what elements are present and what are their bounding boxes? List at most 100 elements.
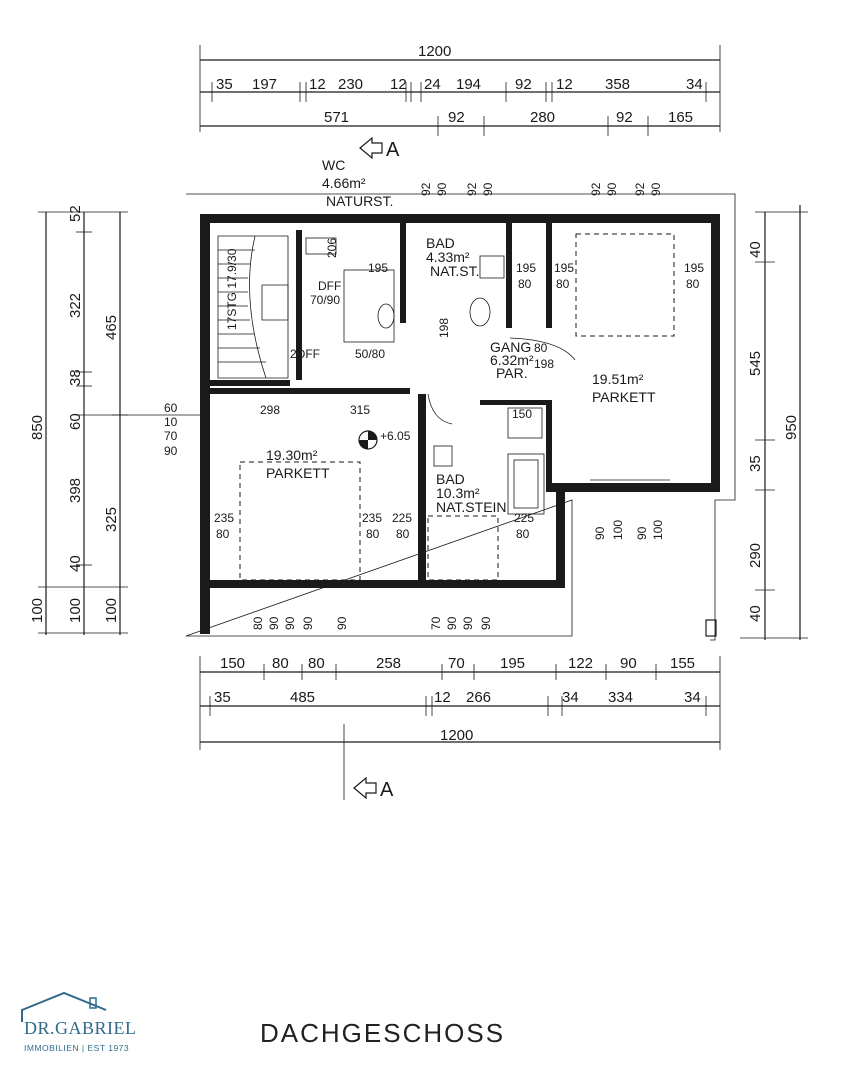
svg-text:235: 235 bbox=[214, 511, 234, 525]
left-dim-60: 60 bbox=[67, 413, 84, 430]
right-dimensions: 950 40 545 35 290 40 bbox=[740, 205, 808, 640]
svg-text:92: 92 bbox=[589, 182, 603, 196]
section-marker-top: A bbox=[359, 136, 400, 161]
top-dim-571: 571 bbox=[324, 109, 349, 126]
gang-name: GANG bbox=[490, 339, 531, 355]
wc-206: 206 bbox=[325, 238, 339, 258]
svg-text:80: 80 bbox=[251, 616, 265, 630]
svg-text:198: 198 bbox=[534, 357, 554, 371]
room-left-floor: PARKETT bbox=[266, 465, 330, 481]
svg-text:92: 92 bbox=[419, 182, 433, 196]
gang-area: 6.32m² bbox=[490, 352, 534, 368]
svg-text:90: 90 bbox=[435, 182, 449, 196]
top-dim-2: 197 bbox=[252, 76, 277, 93]
left-dim-850: 850 bbox=[29, 415, 46, 440]
wc-area: 4.66m² bbox=[322, 175, 366, 191]
top-dim-9: 12 bbox=[556, 76, 573, 93]
svg-text:225: 225 bbox=[514, 511, 534, 525]
svg-text:80: 80 bbox=[686, 277, 700, 291]
top-dimensions: 1200 35 197 12 230 12 24 194 92 12 358 3… bbox=[199, 43, 721, 136]
bad-top-name: BAD bbox=[426, 235, 455, 251]
right-dim-40a: 40 bbox=[747, 241, 764, 258]
bottom-dimensions: 150 80 80 258 70 195 122 90 155 35 485 1… bbox=[199, 655, 721, 800]
left-dim-100c: 100 bbox=[29, 598, 46, 623]
bottom-total-dim: 1200 bbox=[440, 727, 473, 744]
svg-text:80: 80 bbox=[556, 277, 570, 291]
svg-text:122: 122 bbox=[568, 655, 593, 672]
left-dim-398: 398 bbox=[67, 478, 84, 503]
left-dim-465: 465 bbox=[103, 315, 120, 340]
svg-text:12: 12 bbox=[434, 689, 451, 706]
top-openings: 92 90 92 90 92 90 92 90 bbox=[419, 182, 663, 196]
top-dim-92a: 92 bbox=[448, 109, 465, 126]
room-gang: GANG 6.32m² PAR. 80 198 bbox=[427, 337, 576, 425]
stairs: 17STG 17.9/30 bbox=[217, 235, 289, 379]
bad-bottom-floor: NAT.STEIN bbox=[436, 499, 507, 515]
top-dim-280: 280 bbox=[530, 109, 555, 126]
room-bad-bottom: BAD 10.3m² NAT.STEIN 150 225 80 bbox=[427, 407, 545, 581]
right-dim-545: 545 bbox=[747, 351, 764, 376]
wc-name: WC bbox=[322, 157, 345, 173]
left-dim-40: 40 bbox=[67, 555, 84, 572]
svg-text:90: 90 bbox=[481, 182, 495, 196]
svg-text:258: 258 bbox=[376, 655, 401, 672]
gang-floor: PAR. bbox=[496, 365, 528, 381]
svg-text:90: 90 bbox=[335, 616, 349, 630]
svg-text:34: 34 bbox=[562, 689, 579, 706]
svg-text:90: 90 bbox=[635, 526, 649, 540]
svg-text:298: 298 bbox=[260, 403, 280, 417]
svg-text:80: 80 bbox=[216, 527, 230, 541]
svg-text:90: 90 bbox=[445, 616, 459, 630]
svg-text:80: 80 bbox=[272, 655, 289, 672]
svg-text:90: 90 bbox=[605, 182, 619, 196]
svg-text:80: 80 bbox=[534, 341, 548, 355]
wc-195: 195 bbox=[368, 261, 388, 275]
top-total-dim: 1200 bbox=[418, 43, 451, 60]
svg-text:35: 35 bbox=[214, 689, 231, 706]
left-dimensions: 850 52 322 38 60 398 40 100 465 325 100 … bbox=[29, 205, 210, 635]
svg-text:225: 225 bbox=[392, 511, 412, 525]
svg-text:150: 150 bbox=[220, 655, 245, 672]
floor-title: DACHGESCHOSS bbox=[260, 1018, 506, 1048]
svg-text:266: 266 bbox=[466, 689, 491, 706]
svg-text:195: 195 bbox=[516, 261, 536, 275]
svg-text:90: 90 bbox=[649, 182, 663, 196]
svg-text:80: 80 bbox=[518, 277, 532, 291]
top-dim-165: 165 bbox=[668, 109, 693, 126]
wc-50-80: 50/80 bbox=[355, 347, 385, 361]
left-dim-38: 38 bbox=[67, 369, 84, 386]
svg-text:100: 100 bbox=[651, 520, 665, 540]
brand-name: DR.GABRIEL bbox=[24, 1018, 137, 1038]
svg-text:80: 80 bbox=[366, 527, 380, 541]
stairs-label: 17STG 17.9/30 bbox=[225, 248, 239, 330]
room-bad-top: BAD 4.33m² NAT.ST. 198 bbox=[426, 235, 505, 338]
top-dim-92b: 92 bbox=[616, 109, 633, 126]
right-dim-950: 950 bbox=[783, 415, 800, 440]
left-dim-52: 52 bbox=[67, 205, 84, 222]
left-inner-10: 10 bbox=[164, 415, 178, 429]
top-dim-10: 358 bbox=[605, 76, 630, 93]
svg-text:485: 485 bbox=[290, 689, 315, 706]
room-right-area: 19.51m² bbox=[592, 371, 644, 387]
bad-top-198: 198 bbox=[437, 318, 451, 338]
right-dim-40b: 40 bbox=[747, 605, 764, 622]
room-right: 195 80 195 80 195 80 19.51m² PARKETT bbox=[516, 233, 704, 489]
top-dim-3: 12 bbox=[309, 76, 326, 93]
svg-text:334: 334 bbox=[608, 689, 633, 706]
room-left: 298 315 19.30m² PARKETT +6.05 235 80 235… bbox=[214, 403, 412, 581]
top-dim-4: 230 bbox=[338, 76, 363, 93]
roof-outline bbox=[185, 193, 736, 641]
svg-text:92: 92 bbox=[465, 182, 479, 196]
left-inner-90: 90 bbox=[164, 444, 178, 458]
top-dim-8: 92 bbox=[515, 76, 532, 93]
wc-floor: NATURST. bbox=[326, 193, 393, 209]
section-marker-bottom-label: A bbox=[380, 779, 394, 801]
right-dim-290: 290 bbox=[747, 543, 764, 568]
svg-text:90: 90 bbox=[267, 616, 281, 630]
wc-2dff: 2DFF bbox=[290, 347, 320, 361]
svg-text:235: 235 bbox=[362, 511, 382, 525]
level-mark: +6.05 bbox=[380, 429, 411, 443]
svg-text:80: 80 bbox=[308, 655, 325, 672]
svg-text:195: 195 bbox=[684, 261, 704, 275]
